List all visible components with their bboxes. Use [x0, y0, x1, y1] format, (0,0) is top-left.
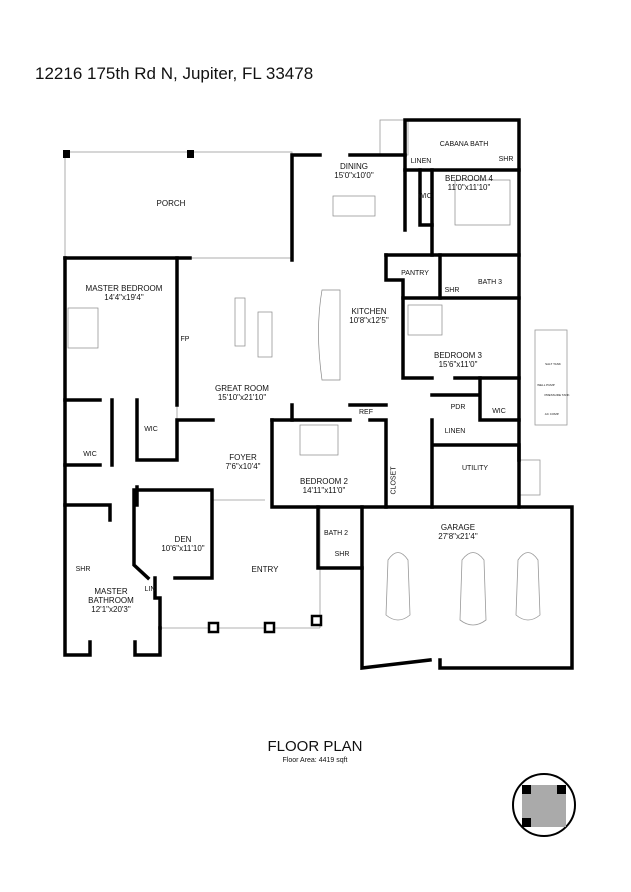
- room-size: 10'6"x11'10": [161, 544, 205, 553]
- room-name: SHR: [334, 551, 350, 558]
- room-fireplace: FP: [181, 335, 190, 344]
- walls: [63, 118, 574, 670]
- room-size: 27'8"x21'4": [438, 532, 478, 541]
- room-size: 15'6"x11'0": [438, 360, 478, 369]
- room-name: BEDROOM 4: [444, 174, 494, 183]
- room-name: PANTRY: [401, 270, 429, 277]
- room-shr: SHR: [76, 565, 91, 574]
- room-size: 14'4"x19'4": [104, 293, 144, 302]
- car-icon: [515, 552, 541, 621]
- room-name: LINEN: [410, 158, 432, 165]
- entry-posts: [207, 614, 323, 634]
- room-pdr: PDR: [451, 403, 466, 412]
- room-wic: WIC: [144, 425, 158, 434]
- room-name: SHR: [444, 287, 460, 294]
- room-name: WIC: [418, 193, 432, 200]
- equipment-ac-comp: AC COMP.: [544, 412, 560, 416]
- room-name: REF: [359, 409, 373, 416]
- room-name: BEDROOM 2: [299, 477, 349, 486]
- room-name: SHR: [498, 156, 514, 163]
- room-cabana-bath: CABANA BATH: [440, 140, 489, 149]
- room-name: BATH 2: [324, 530, 348, 537]
- room-name: WIC: [83, 451, 97, 458]
- room-size: 7'6"x10'4": [225, 462, 261, 471]
- room-name: SHR: [75, 566, 91, 573]
- equipment-well-pump: WELL PUMP: [537, 383, 555, 387]
- room-size: 12'1"x20'3": [91, 605, 131, 614]
- room-entry: ENTRY: [252, 565, 279, 574]
- room-porch: PORCH: [157, 199, 186, 208]
- room-bath-3: BATH 3: [478, 278, 502, 287]
- room-ref: REF: [359, 408, 373, 417]
- car-icon: [385, 552, 411, 621]
- car-icons: [385, 552, 541, 626]
- room-wic: WIC: [418, 192, 432, 201]
- room-shr: SHR: [445, 286, 460, 295]
- room-linen: LINEN: [445, 427, 466, 436]
- room-name: LINEN: [444, 428, 466, 435]
- room-utility: UTILITY: [462, 464, 488, 473]
- room-linen: LINEN: [411, 157, 432, 166]
- room-name: BEDROOM 3: [433, 351, 483, 360]
- room-name: DEN: [174, 535, 192, 544]
- room-size: 15'0"x10'0": [334, 171, 374, 180]
- room-size: 15'10"x21'10": [217, 393, 267, 402]
- qr-code-icon: [512, 773, 576, 837]
- room-closet: CLOSET: [390, 466, 399, 494]
- room-name: KITCHEN: [351, 307, 387, 316]
- equipment-pressure-tank: PRESSURE TANK: [544, 393, 570, 397]
- room-name: FOYER: [229, 453, 257, 462]
- room-name: PDR: [450, 404, 466, 411]
- room-lin: LIN: [145, 585, 156, 594]
- room-name: WIC: [144, 426, 158, 433]
- room-shr: SHR: [335, 550, 350, 559]
- room-wic: WIC: [492, 407, 506, 416]
- room-name: GREAT ROOM: [215, 384, 269, 393]
- floor-area: Floor Area: 4419 sqft: [282, 757, 348, 764]
- room-name: BATH 3: [478, 279, 502, 286]
- floor-plan-title: FLOOR PLAN: [267, 738, 363, 755]
- room-name: PORCH: [156, 199, 186, 208]
- room-name: CABANA BATH: [439, 141, 489, 148]
- room-wic: WIC: [83, 450, 97, 459]
- property-address: 12216 175th Rd N, Jupiter, FL 33478: [35, 64, 314, 83]
- room-shr: SHR: [499, 155, 514, 164]
- room-name: GARAGE: [440, 523, 476, 532]
- room-name: DINING: [340, 162, 368, 171]
- furniture: [67, 179, 511, 456]
- room-pantry: PANTRY: [401, 269, 429, 278]
- room-name: CLOSET: [390, 466, 398, 495]
- room-name: MASTER BEDROOM: [85, 284, 163, 293]
- room-size: 11'0"x11'10": [447, 183, 491, 192]
- room-name: FP: [180, 336, 190, 343]
- room-size: 14'11"x11'0": [302, 486, 346, 495]
- room-size: 10'8"x12'5": [349, 316, 389, 325]
- porch-posts: [63, 150, 194, 158]
- equipment-salt-tank: SALT TANK: [545, 362, 561, 366]
- room-bath-2: BATH 2: [324, 529, 348, 538]
- car-icon: [459, 552, 487, 626]
- room-name: UTILITY: [461, 465, 489, 472]
- room-name: ENTRY: [251, 565, 279, 574]
- room-name: WIC: [492, 408, 506, 415]
- room-name: MASTER BATHROOM: [88, 587, 134, 605]
- thin-lines: [64, 119, 568, 629]
- room-name: LIN: [144, 586, 156, 593]
